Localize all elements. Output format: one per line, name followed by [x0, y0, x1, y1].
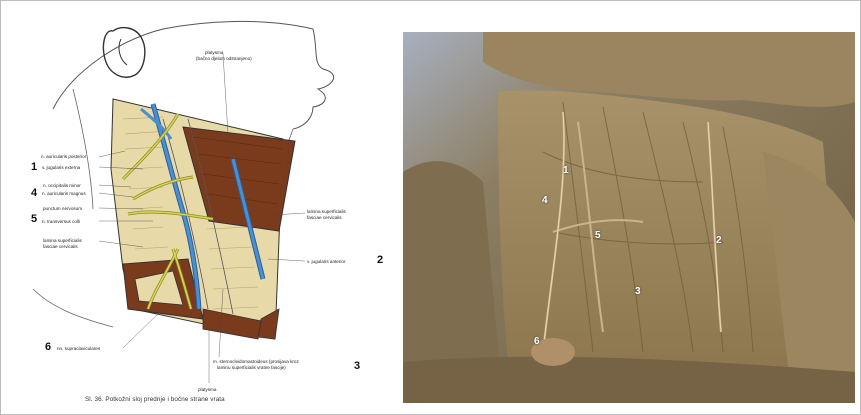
- label-lamina-superficialis-left: lamina superficialis: [43, 238, 82, 243]
- label-n-auricularis-posterior: n. auricularis posterior: [41, 154, 86, 159]
- label-n-auricularis-magnus: n. auricularis magnus: [42, 191, 86, 196]
- number-4: 4: [31, 188, 37, 199]
- label-v-jugularis-anterior: v. jugularis anterior: [307, 259, 345, 264]
- label-m-sternocleido-sub: laminu superficialis vratne fascije): [217, 365, 286, 370]
- label-n-occipitalis-minor: n. occipitalis minor: [43, 183, 81, 188]
- photo-marker-6: 6: [534, 336, 540, 347]
- label-v-jugularis-externa: v. jugularis externa: [42, 165, 80, 170]
- label-lamina-superficialis-right-sub: fasciae cervicalis: [307, 215, 342, 220]
- photo-marker-2: 2: [716, 235, 722, 246]
- photo-marker-5: 5: [595, 230, 601, 241]
- label-punctum-nervosum: punctum nervosum: [43, 206, 82, 211]
- label-m-sternocleido: m. sternocleidomastoideus (prosijava kro…: [213, 359, 299, 364]
- photo-marker-1: 1: [563, 165, 569, 176]
- label-platysma-top-sub: (bačno djelom odstranjeno): [196, 56, 252, 61]
- dissection-photo: 1 2 3 4 5 6: [403, 32, 855, 403]
- label-platysma-bottom: platysma: [198, 387, 216, 392]
- number-5: 5: [31, 214, 37, 225]
- photo-marker-4: 4: [542, 195, 548, 206]
- label-lamina-superficialis-left-sub: fasciae cervicalis: [43, 244, 78, 249]
- illustration-drawing: [13, 9, 391, 399]
- number-1: 1: [31, 162, 37, 173]
- label-nn-supraclaviculares: nn. supraclaviculares: [57, 346, 100, 351]
- label-n-transversus-colli: n. transversus colli: [42, 219, 80, 224]
- dissection-photo-drawing: [403, 32, 855, 403]
- photo-marker-3: 3: [635, 286, 641, 297]
- figure-caption: Sl. 36. Potkožni sloj prednje i bočne st…: [85, 396, 225, 403]
- ear-icon: [103, 28, 144, 78]
- number-6: 6: [45, 342, 51, 353]
- label-platysma-top: platysma: [205, 50, 223, 55]
- number-3: 3: [354, 361, 360, 372]
- anatomy-illustration: platysma (bačno djelom odstranjeno) n. a…: [13, 9, 391, 409]
- label-lamina-superficialis-right: lamina superficialis: [307, 209, 346, 214]
- number-2: 2: [377, 255, 383, 266]
